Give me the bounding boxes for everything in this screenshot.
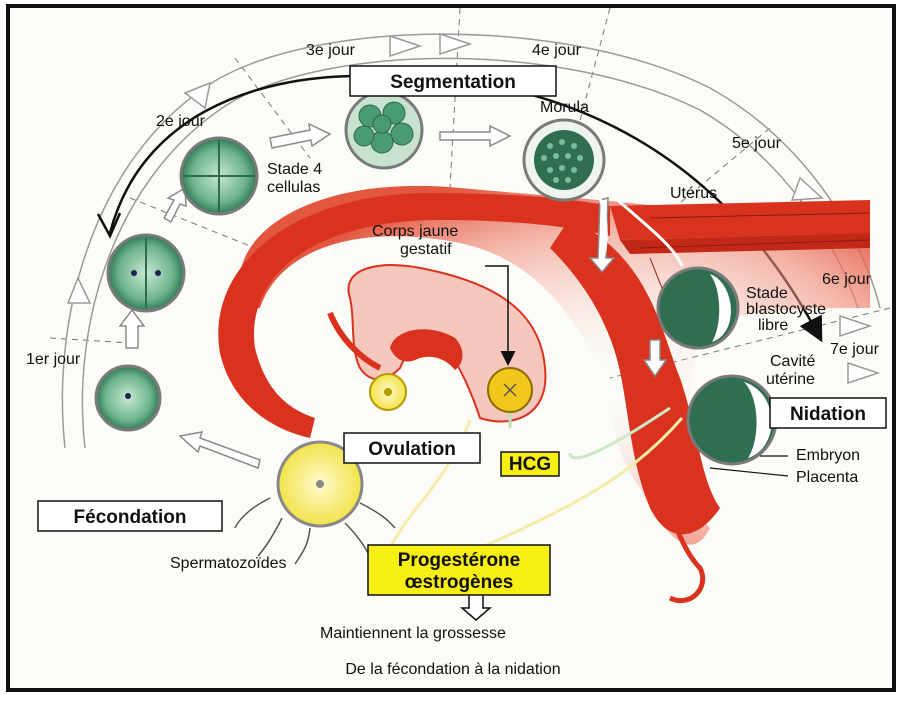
- maintain-arrow: [462, 594, 490, 620]
- cavite-label-line1: Cavité: [770, 353, 815, 370]
- implanting-blastocyst: [688, 376, 776, 464]
- day-3-label: 3e jour: [306, 42, 356, 59]
- placenta-label: Placenta: [796, 469, 858, 486]
- oestrogenes-label: œstrogènes: [405, 572, 514, 593]
- blastocyst-label-line2: blastocyste: [746, 301, 826, 318]
- day-7-label: 7e jour: [830, 341, 880, 358]
- ovulation-label: Ovulation: [368, 439, 456, 460]
- day-5-label: 5e jour: [732, 135, 782, 152]
- progesterone-label: Progestérone: [398, 550, 520, 571]
- morula-label: Morula: [540, 99, 589, 116]
- stade4-label-line2: cellulas: [267, 179, 320, 196]
- blastocyst-label-line1: Stade: [746, 285, 788, 302]
- uterus-illustration: [218, 186, 870, 601]
- diagram-canvas: 3e jour 4e jour 2e jour 5e jour 6e jour …: [10, 8, 892, 688]
- uterus-label: Utérus: [670, 185, 717, 202]
- segmentation-label: Segmentation: [390, 72, 516, 93]
- corps-jaune-label-line1: Corps jaune: [372, 223, 458, 240]
- corpus-luteum: [488, 368, 532, 412]
- cavite-label-line2: utérine: [766, 371, 815, 388]
- diagram-frame: 3e jour 4e jour 2e jour 5e jour 6e jour …: [6, 4, 896, 692]
- fecondation-label: Fécondation: [74, 507, 187, 528]
- corps-jaune-label-line2: gestatif: [400, 241, 452, 258]
- stade4-label-line1: Stade 4: [267, 161, 322, 178]
- free-blastocyst: [658, 268, 738, 348]
- nidation-label: Nidation: [790, 404, 866, 425]
- hcg-label: HCG: [509, 454, 551, 475]
- day-6-label: 6e jour: [822, 271, 872, 288]
- day-4-label: 4e jour: [532, 42, 582, 59]
- day-2-label: 2e jour: [156, 113, 206, 130]
- morula-cell: [524, 120, 604, 200]
- day-1-label: 1er jour: [26, 351, 81, 368]
- fertilized-egg-cell: [96, 366, 160, 430]
- spermatozoides-label: Spermatozoïdes: [170, 555, 287, 572]
- two-cell-stage: [108, 235, 184, 311]
- eight-cell-stage: [346, 92, 422, 168]
- four-cell-stage: [181, 138, 257, 214]
- blastocyst-label-line3: libre: [758, 317, 788, 334]
- embryon-label: Embryon: [796, 447, 860, 464]
- maintain-pregnancy-label: Maintiennent la grossesse: [320, 625, 506, 642]
- ovulated-oocyte: [370, 374, 406, 410]
- diagram-title: De la fécondation à la nidation: [345, 661, 560, 678]
